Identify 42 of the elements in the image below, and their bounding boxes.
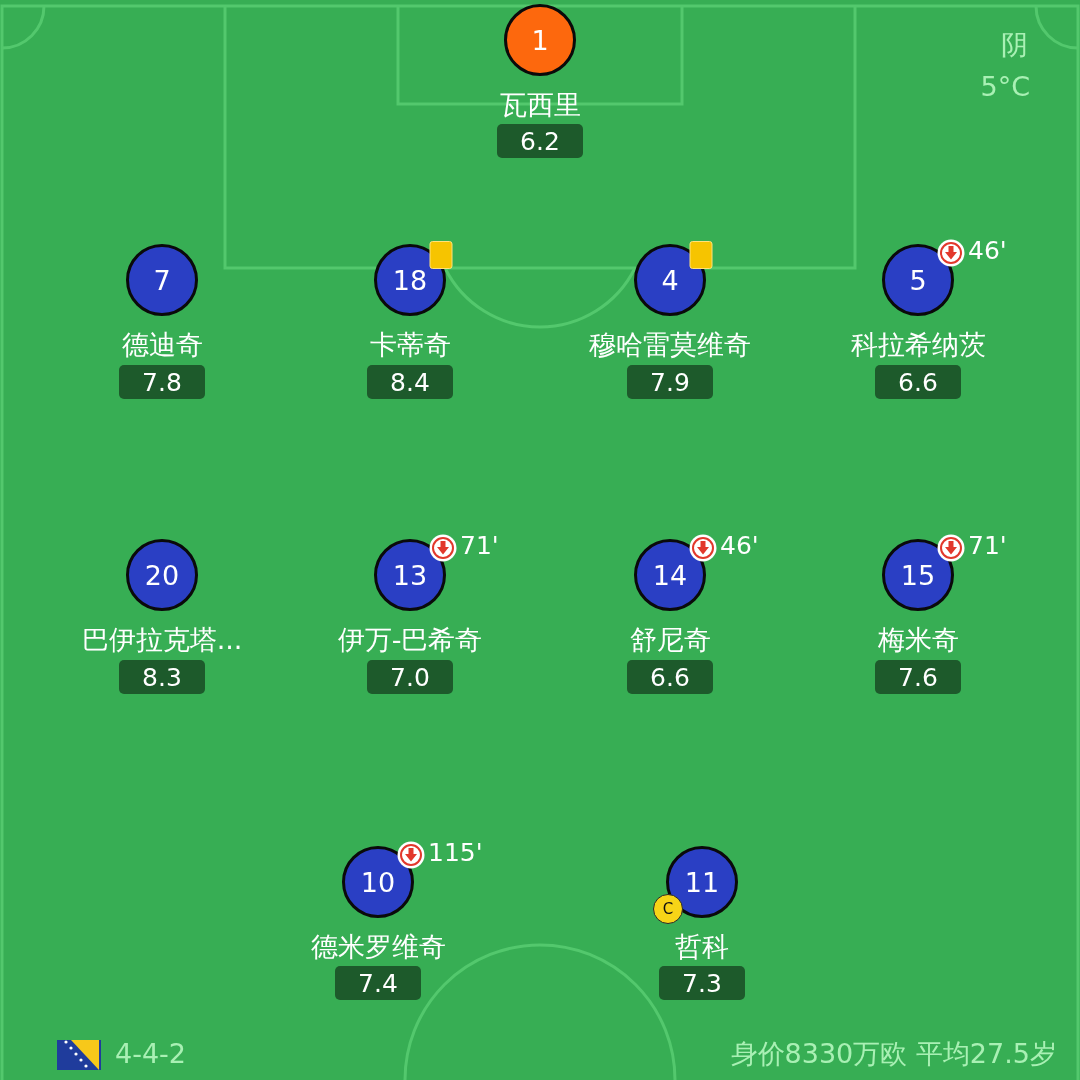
player-name: 瓦西里	[499, 89, 581, 121]
player-marker: 13	[374, 539, 446, 611]
player-name: 穆哈雷莫维奇	[589, 329, 751, 361]
rating-badge: 7.0	[367, 660, 453, 694]
player-name: 德迪奇	[121, 329, 203, 361]
rating-badge: 8.3	[119, 660, 205, 694]
player-marker: 7	[126, 244, 198, 316]
weather-text: 阴	[1001, 29, 1028, 61]
player-name: 梅米奇	[877, 624, 959, 656]
substitution-minute: 71'	[968, 531, 1007, 561]
player-name: 舒尼奇	[629, 624, 711, 656]
player-name: 卡蒂奇	[369, 329, 451, 361]
rating-badge: 6.6	[875, 365, 961, 399]
rating-badge: 7.8	[119, 365, 205, 399]
rating-badge: 8.4	[367, 365, 453, 399]
market-value-text: 身价8330万欧 平均27.5岁	[730, 1038, 1057, 1070]
rating-badge: 7.6	[875, 660, 961, 694]
player-marker: 20	[126, 539, 198, 611]
rating-badge: 7.3	[659, 966, 745, 1000]
temperature-text: 5°C	[980, 71, 1030, 103]
player-marker: 18	[374, 244, 446, 316]
player-name: 巴伊拉克塔...	[81, 624, 243, 656]
rating-badge: 6.6	[627, 660, 713, 694]
captain-badge: C	[653, 894, 683, 924]
player-name: 科拉希纳茨	[850, 329, 986, 361]
player-marker: 5	[882, 244, 954, 316]
player-name: 哲科	[675, 931, 729, 963]
substitution-minute: 46'	[968, 236, 1007, 266]
player-marker: 14	[634, 539, 706, 611]
substitution-minute: 115'	[428, 838, 483, 868]
substitution-minute: 71'	[460, 531, 499, 561]
player-marker: 10	[342, 846, 414, 918]
substitution-minute: 46'	[720, 531, 759, 561]
formation-text: 4-4-2	[115, 1038, 187, 1070]
player-marker: 1	[504, 4, 576, 76]
player-marker: 4	[634, 244, 706, 316]
rating-badge: 6.2	[497, 124, 583, 158]
player-name: 伊万-巴希奇	[337, 624, 483, 656]
player-marker: 15	[882, 539, 954, 611]
rating-badge: 7.9	[627, 365, 713, 399]
player-name: 德米罗维奇	[310, 931, 446, 963]
rating-badge: 7.4	[335, 966, 421, 1000]
